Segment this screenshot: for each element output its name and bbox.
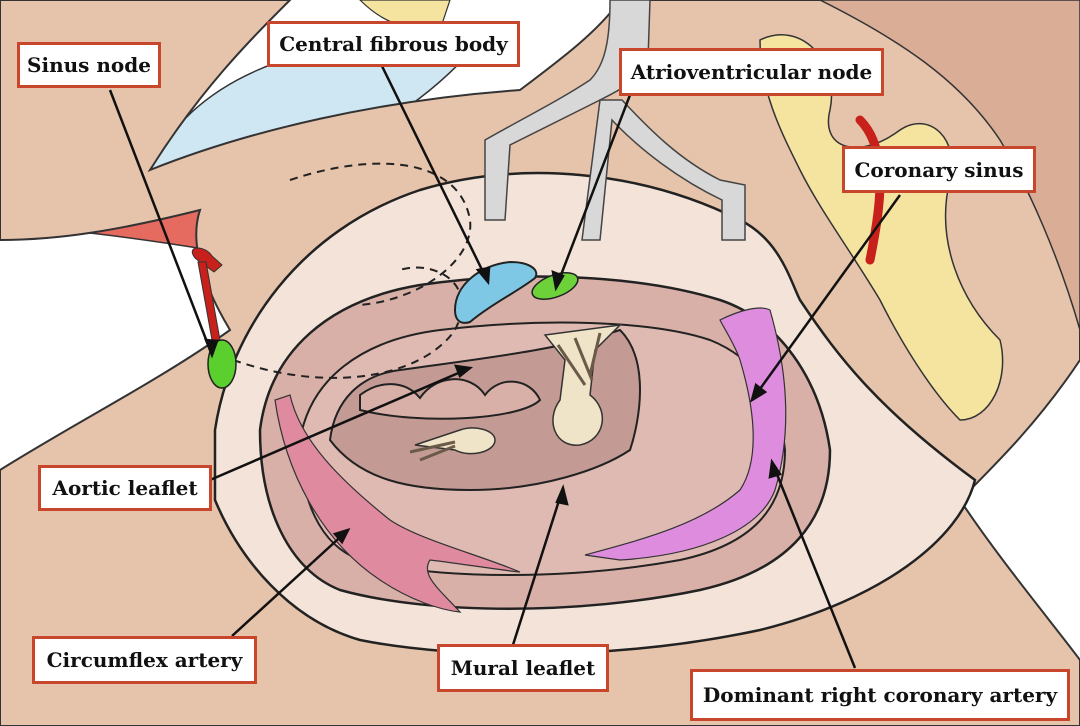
epicardial-fat [759,34,1004,421]
dashed-line-lower [219,266,463,379]
label-sinus-node: Sinus node [17,42,161,88]
coronary-sinus-shape [584,307,787,561]
pointer-atrioventricular-node [554,94,632,289]
arrowhead-central-fibrous-body [475,266,491,286]
pointer-mural-leaflet [510,487,565,649]
label-atrioventricular-node: Atrioventricular node [619,48,884,96]
retractor-right-arm [581,99,746,241]
circumflex-artery-shape [274,394,521,613]
retractor-left-arm [484,0,651,221]
chordae-left [409,440,456,462]
sinus-node [207,339,237,389]
arrowhead-circumflex-artery [332,527,351,545]
arrowhead-sinus-node [204,338,219,359]
label-coronary-sinus: Coronary sinus [842,146,1036,193]
arrowhead-aortic-leaflet [454,364,474,379]
arrowhead-mural-leaflet [555,484,569,506]
pointer-central-fibrous-body [378,61,490,283]
aortic-leaflet-scallops [359,378,542,420]
label-circumflex-artery: Circumflex artery [32,636,257,684]
pointer-aortic-leaflet [209,366,471,482]
label-aortic-leaflet: Aortic leaflet [38,465,212,511]
pointer-coronary-sinus [750,194,902,401]
arrowhead-coronary-sinus [749,382,768,403]
dashed-line-upper [289,162,472,306]
arrowhead-dominant-rca [768,458,782,479]
pointer-sinus-node [108,89,214,356]
pointer-dominant-rca [770,461,857,669]
right-atrium-wall [819,0,1080,331]
label-central-fibrous-body: Central fibrous body [267,21,520,67]
label-dominant-right-coronary-artery: Dominant right coronary artery [690,669,1070,721]
label-mural-leaflet: Mural leaflet [437,644,609,692]
pointer-circumflex-artery [231,529,349,637]
chordae-right [556,332,602,386]
arrowhead-atrioventricular-node [551,269,565,292]
